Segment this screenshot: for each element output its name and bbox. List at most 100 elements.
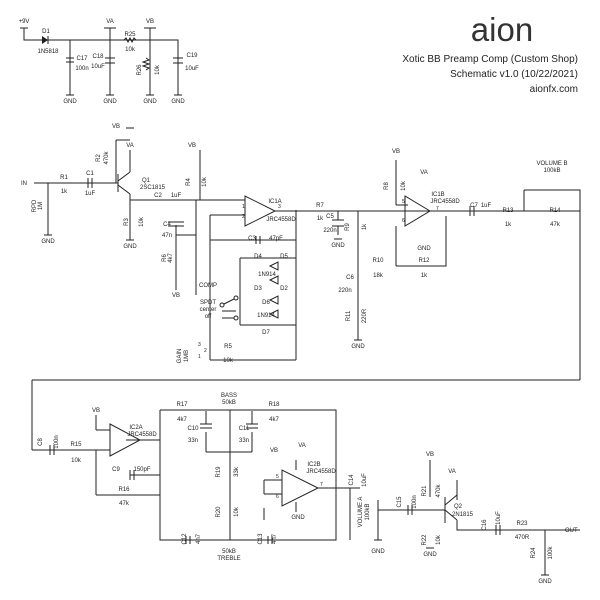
label-c9: C9	[112, 467, 120, 473]
label-c17: C17	[76, 56, 88, 62]
ic2a-stage	[32, 409, 337, 541]
label-c5v: 220n	[323, 228, 336, 234]
label-r3: R3	[124, 218, 130, 226]
label-d1: D1	[42, 29, 50, 35]
label-1n914a: 1N914	[258, 272, 276, 278]
label-r14v: 47k	[550, 222, 561, 228]
schematic-title: Xotic BB Preamp Comp (Custom Shop)	[402, 54, 578, 65]
label-d1v: 1N5818	[37, 49, 59, 55]
label-r21: R21	[422, 485, 428, 497]
label-r18v: 4k7	[269, 417, 279, 423]
label-c12v: 4n7	[196, 533, 202, 544]
pin-label: 2	[242, 214, 245, 220]
label-in: IN	[21, 181, 27, 187]
label-gain: GAIN	[177, 349, 183, 364]
label-gnd2: GND	[103, 99, 117, 105]
label-vb5: VB	[392, 149, 400, 155]
label-c14: C14	[349, 474, 355, 486]
label-c7v: 1uF	[481, 203, 492, 209]
label-r20: R20	[216, 506, 222, 518]
label-r12v: 1k	[421, 273, 428, 279]
label-r11: R11	[346, 310, 352, 321]
label-r2v: 470k	[104, 150, 110, 164]
ic1a-stage	[168, 195, 430, 361]
label-r19v: 33k	[234, 466, 240, 477]
label-ic1a: IC1A	[268, 199, 281, 205]
label-r3v: 10k	[139, 216, 145, 227]
label-bassv: 50kB	[222, 400, 236, 406]
label-gnd12: GND	[423, 552, 437, 558]
label-va3: VA	[420, 170, 428, 176]
pin-label: 7	[436, 206, 439, 212]
label-r10v: 18k	[373, 273, 384, 279]
label-d4: D4	[254, 254, 262, 260]
label-volbv: 100kB	[543, 168, 560, 174]
pin-label: 2	[204, 348, 207, 354]
label-bass: BASS	[221, 393, 237, 399]
label-d2: D2	[280, 286, 288, 292]
label-r10: R10	[372, 258, 384, 264]
label-r17: R17	[176, 402, 188, 408]
label-r26: R26	[137, 64, 143, 76]
label-c17v: 100n	[75, 66, 88, 72]
label-r11v: 220R	[362, 308, 368, 323]
pin-label: 5	[276, 474, 279, 480]
label-r8: R8	[384, 182, 390, 190]
label-r6v: 4k7	[168, 253, 174, 263]
input-buffer	[34, 127, 220, 241]
label-r14: R14	[549, 208, 561, 214]
label-r13: R13	[502, 208, 514, 214]
label-q1: Q1	[142, 178, 151, 184]
label-r25: R25	[124, 32, 136, 38]
label-va5: VA	[448, 469, 456, 475]
website: aionfx.com	[530, 84, 578, 95]
label-r8v: 10k	[401, 180, 407, 191]
label-c6v: 220n	[338, 288, 351, 294]
label-volav: 100kB	[365, 503, 371, 520]
label-rpd: RPD	[32, 199, 38, 212]
label-c5: C5	[326, 214, 334, 220]
label-r23v: 470R	[515, 535, 530, 541]
label-r12: R12	[418, 258, 430, 264]
label-p9v: +9V	[19, 19, 30, 25]
label-treble: TREBLE	[217, 556, 240, 562]
label-q2: Q2	[454, 504, 463, 510]
label-r7v: 1k	[317, 216, 324, 222]
label-r9v: 1k	[362, 223, 368, 230]
pin-label: 1	[242, 204, 245, 210]
label-c2v: 1uF	[171, 193, 182, 199]
label-spdt: SPDT	[200, 300, 216, 306]
pin-label: 6	[402, 218, 405, 224]
label-r25v: 10k	[125, 47, 136, 53]
label-c13: C13	[258, 533, 264, 545]
label-d6: D6	[262, 300, 270, 306]
label-r16: R16	[118, 487, 130, 493]
label-c16: C16	[482, 519, 488, 531]
output-section	[350, 460, 580, 576]
label-r15: R15	[70, 442, 82, 448]
label-r21v: 470k	[436, 483, 442, 497]
label-c2: C2	[154, 193, 162, 199]
label-c8v: 100n	[54, 435, 60, 448]
label-r7: R7	[316, 203, 324, 209]
schematic-version: Schematic v1.0 (10/22/2021)	[450, 69, 578, 80]
tone-stack	[185, 411, 351, 544]
label-gnd13: GND	[538, 579, 552, 585]
label-gnd11: GND	[371, 549, 385, 555]
label-c10v: 33n	[188, 438, 198, 444]
label-d5: D5	[280, 254, 288, 260]
label-c1v: 1uF	[85, 191, 96, 197]
label-r5v: 10k	[223, 358, 234, 364]
label-q1v: 2SC1815	[140, 185, 166, 191]
label-va4: VA	[298, 443, 306, 449]
label-vb7: VB	[270, 448, 278, 454]
label-r22v: 10k	[436, 534, 442, 545]
label-gnd4: GND	[171, 99, 185, 105]
label-r26v: 10k	[155, 64, 161, 75]
label-q2v: 2N1815	[452, 512, 474, 518]
label-vb2: VB	[112, 124, 120, 130]
label-va2: VA	[126, 143, 134, 149]
label-c15v: 100n	[412, 495, 418, 508]
pin-label: 6	[276, 494, 279, 500]
label-1n914b: 1N914	[257, 313, 275, 319]
